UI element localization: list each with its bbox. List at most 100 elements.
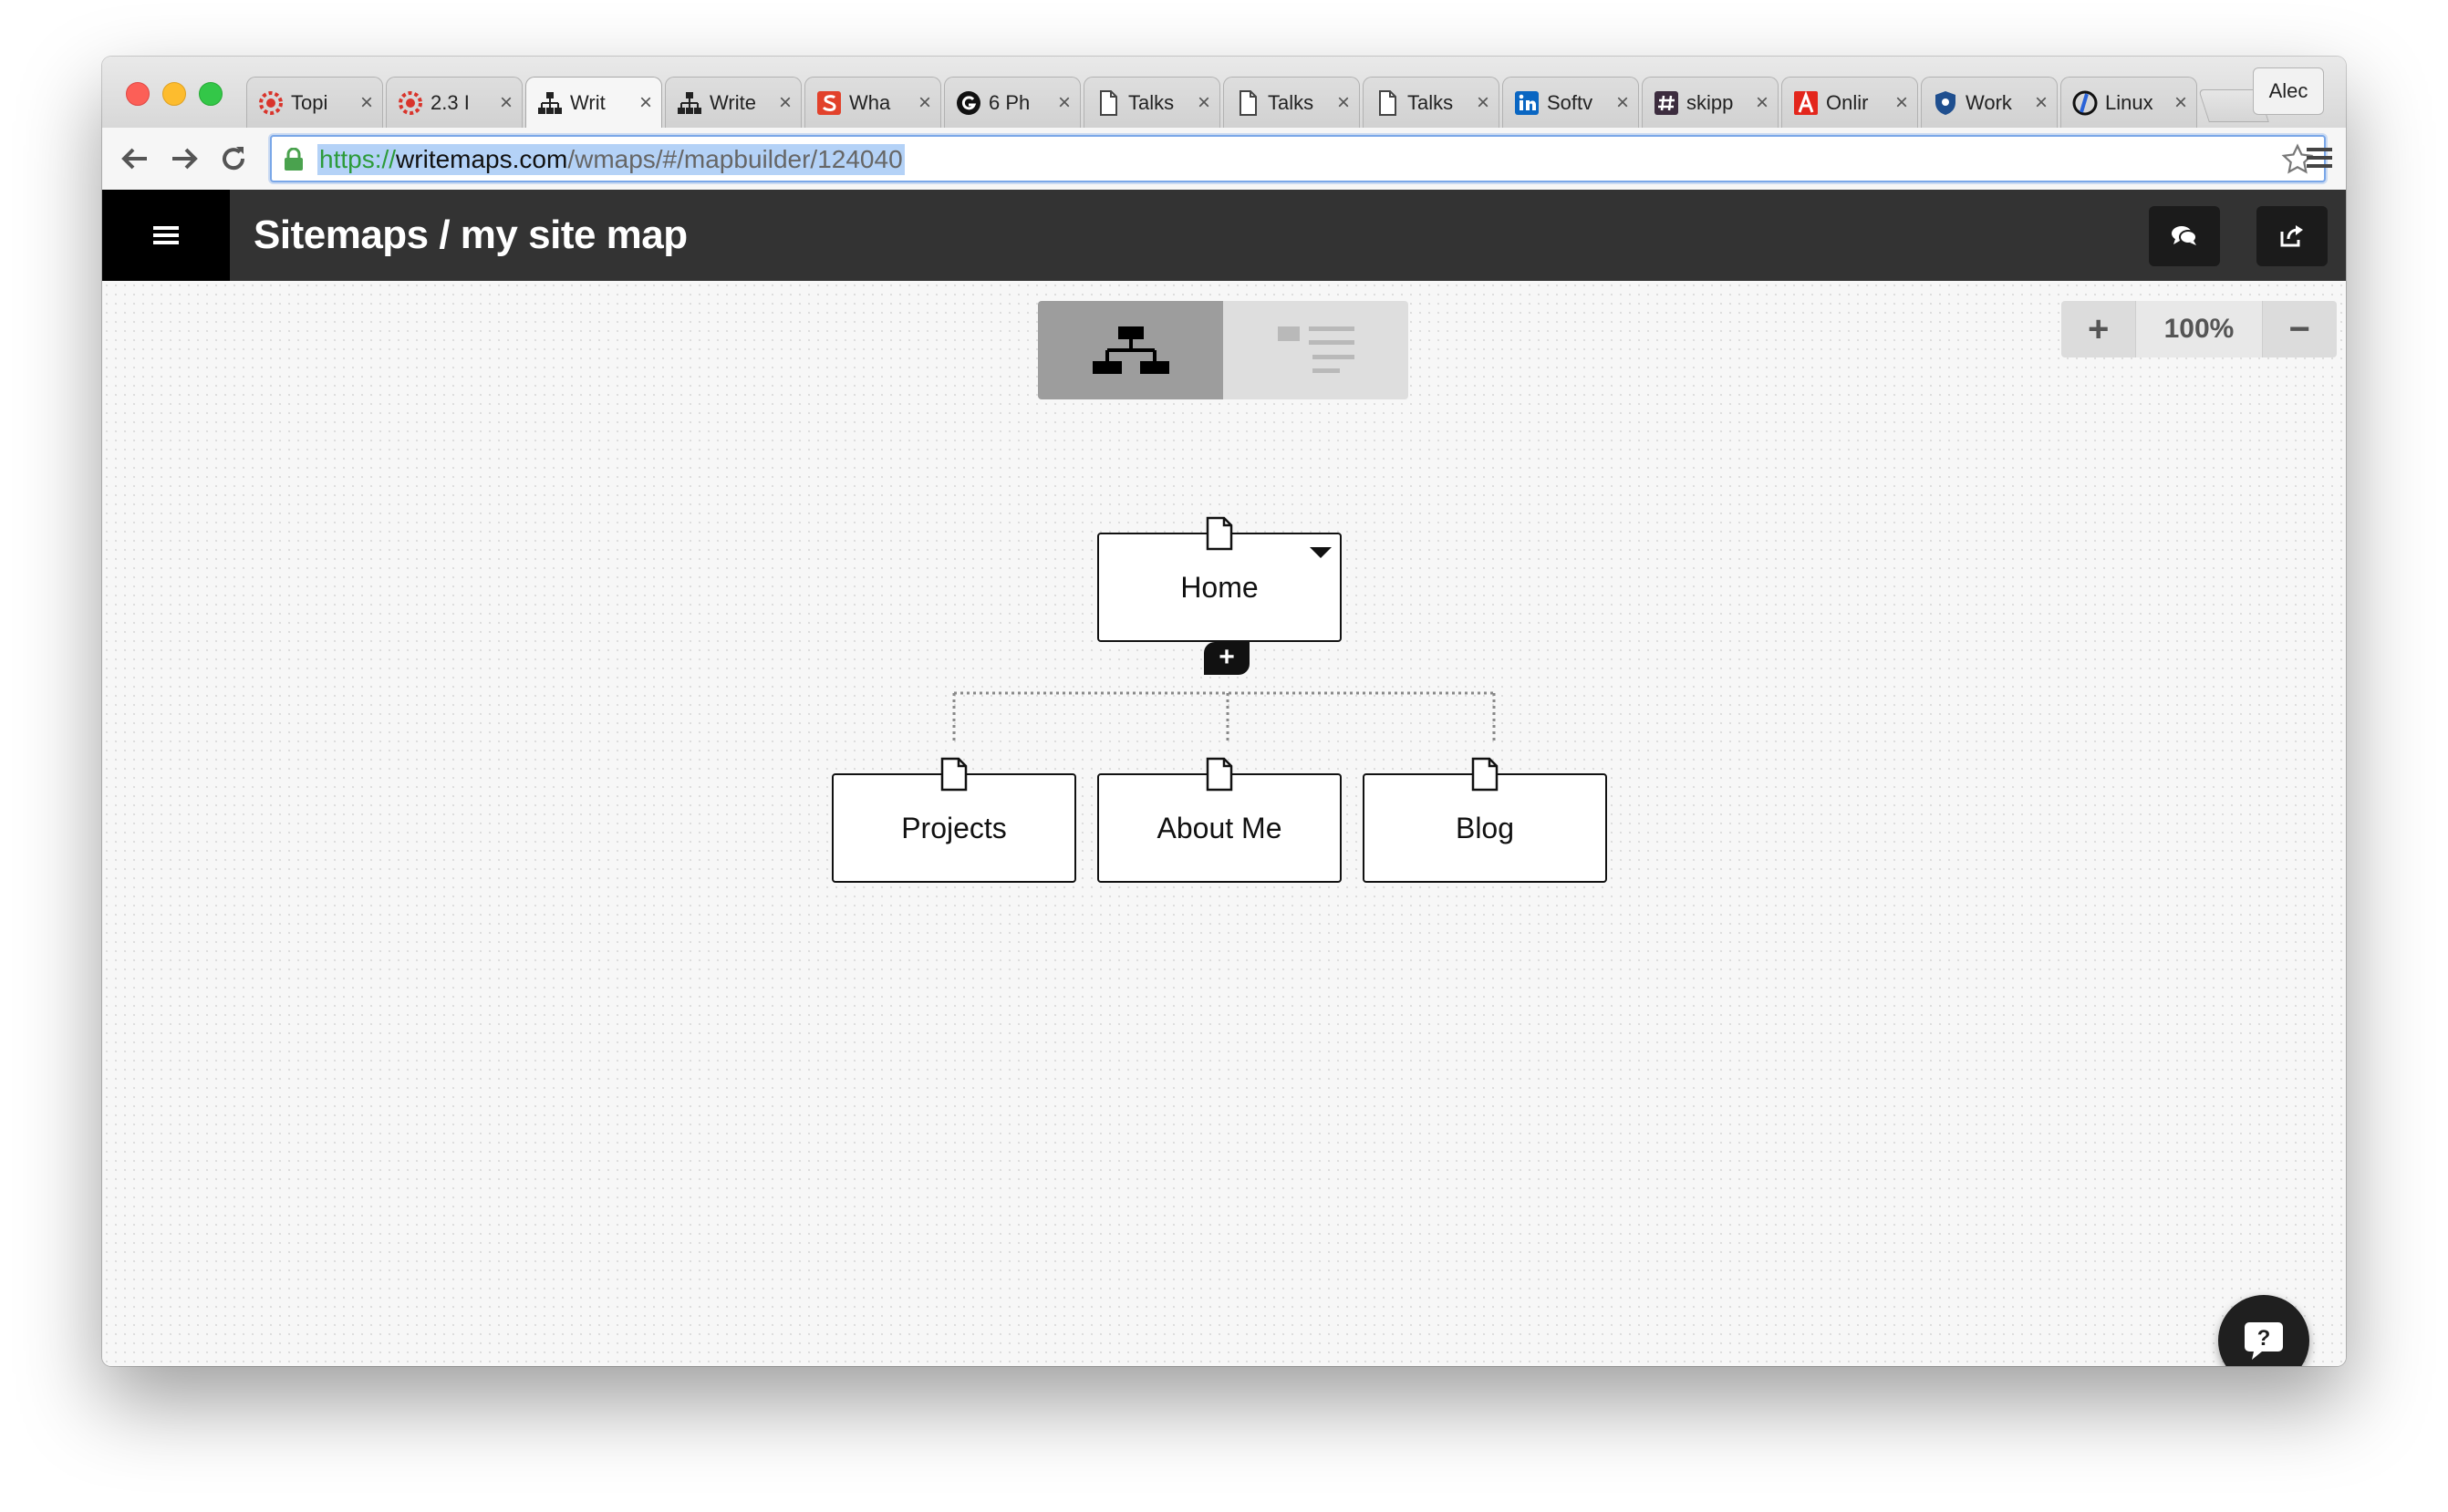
node-label: About Me (1157, 811, 1282, 844)
share-icon (2280, 225, 2303, 247)
lock-icon (285, 148, 303, 171)
c-logo-icon (2070, 88, 2100, 118)
reload-button[interactable] (215, 140, 252, 177)
node-label: Projects (901, 811, 1007, 844)
sitemap-node-home[interactable]: Home (1097, 516, 1342, 642)
close-icon[interactable]: × (2173, 89, 2187, 115)
tree-view-button[interactable] (1038, 301, 1223, 399)
close-icon[interactable]: × (1197, 89, 1210, 115)
view-toggle (1038, 301, 1408, 399)
close-icon[interactable]: × (638, 89, 652, 115)
browser-window: Topi × 2.3 I × Writ × W (102, 57, 2346, 1366)
close-icon[interactable]: × (499, 89, 513, 115)
tab-title: 2.3 I (430, 90, 470, 114)
tab-title: Work (1966, 90, 2012, 114)
minimize-window-button[interactable] (162, 82, 186, 106)
url-text[interactable]: https://writemaps.com/wmaps/#/mapbuilder… (317, 144, 905, 175)
shield-blue-icon (1931, 88, 1960, 118)
app-header: Sitemaps / my site map (102, 190, 2346, 281)
hash-icon (1652, 88, 1681, 118)
close-icon[interactable]: × (1057, 89, 1071, 115)
close-icon[interactable]: × (778, 89, 792, 115)
tab-title: Talks (1268, 90, 1314, 114)
gear-red-icon (396, 88, 425, 118)
browser-tab-7[interactable]: Talks × (1084, 77, 1220, 128)
outline-list-icon (1277, 326, 1354, 373)
page-icon (1471, 757, 1499, 792)
tab-list: Topi × 2.3 I × Writ × W (246, 77, 2269, 128)
close-icon[interactable]: × (359, 89, 373, 115)
arrow-right-icon (172, 148, 198, 170)
tab-title: Write (710, 90, 756, 114)
app-menu-button[interactable] (102, 190, 230, 281)
back-button[interactable] (117, 140, 153, 177)
page-icon (1206, 757, 1233, 792)
browser-tab-10[interactable]: Softv × (1502, 77, 1639, 128)
bookmark-star-icon[interactable] (2280, 142, 2315, 177)
s-logo-icon (814, 88, 844, 118)
browser-tab-3-active[interactable]: Writ × (525, 77, 662, 128)
sitemap-icon (675, 88, 704, 118)
list-view-button[interactable] (1223, 301, 1408, 399)
sitemap-canvas[interactable]: + 100% − Home + Projects About Me Blog (102, 281, 2346, 1366)
close-window-button[interactable] (126, 82, 150, 106)
arrow-left-icon (121, 148, 147, 170)
sitemap-tree-icon (1092, 326, 1169, 374)
address-bar[interactable]: https://writemaps.com/wmaps/#/mapbuilder… (270, 135, 2326, 182)
zoom-window-button[interactable] (199, 82, 223, 106)
browser-tab-9[interactable]: Talks × (1363, 77, 1499, 128)
caret-down-icon[interactable] (1309, 545, 1333, 560)
browser-tab-1[interactable]: Topi × (246, 77, 383, 128)
add-child-page-button[interactable]: + (1204, 642, 1250, 675)
a-logo-icon (1791, 88, 1820, 118)
page-icon (940, 757, 968, 792)
page-title: Sitemaps / my site map (254, 212, 688, 257)
close-icon[interactable]: × (2034, 89, 2048, 115)
sitemap-node-projects[interactable]: Projects (832, 757, 1076, 883)
document-icon (1233, 88, 1262, 118)
document-icon (1094, 88, 1123, 118)
tab-title: Talks (1407, 90, 1454, 114)
close-icon[interactable]: × (1755, 89, 1769, 115)
tab-title: 6 Ph (989, 90, 1031, 114)
browser-tab-5[interactable]: Wha × (804, 77, 941, 128)
node-label: Home (1180, 570, 1259, 604)
linkedin-icon (1512, 88, 1541, 118)
chat-bubbles-icon (2172, 226, 2197, 245)
browser-tab-6[interactable]: 6 Ph × (944, 77, 1081, 128)
browser-menu-icon[interactable] (2306, 144, 2333, 171)
sitemap-node-blog[interactable]: Blog (1363, 757, 1607, 883)
tab-title: Writ (570, 90, 606, 114)
close-icon[interactable]: × (1894, 89, 1908, 115)
profile-button[interactable]: Alec (2253, 67, 2324, 115)
browser-tab-8[interactable]: Talks × (1223, 77, 1360, 128)
zoom-in-button[interactable]: + (2088, 308, 2110, 349)
g-circle-icon (954, 88, 983, 118)
url-host: writemaps.com (396, 145, 568, 173)
sitemap-icon (535, 88, 565, 118)
close-icon[interactable]: × (1615, 89, 1629, 115)
help-button[interactable]: ? (2218, 1295, 2309, 1366)
forward-button[interactable] (166, 140, 202, 177)
tab-title: Talks (1128, 90, 1175, 114)
zoom-control: + 100% − (2061, 301, 2337, 357)
share-button[interactable] (2256, 206, 2328, 266)
comments-button[interactable] (2149, 206, 2220, 266)
browser-tab-2[interactable]: 2.3 I × (386, 77, 523, 128)
gear-red-icon (256, 88, 285, 118)
browser-toolbar: https://writemaps.com/wmaps/#/mapbuilder… (102, 128, 2346, 191)
hamburger-icon (153, 226, 179, 244)
zoom-level: 100% (2135, 301, 2263, 357)
browser-tab-12[interactable]: Onlir × (1781, 77, 1918, 128)
browser-tab-13[interactable]: Work × (1921, 77, 2058, 128)
zoom-out-button[interactable]: − (2288, 308, 2310, 349)
browser-tab-4[interactable]: Write × (665, 77, 802, 128)
browser-tab-14[interactable]: Linux × (2060, 77, 2197, 128)
close-icon[interactable]: × (1476, 89, 1489, 115)
tab-strip: Topi × 2.3 I × Writ × W (102, 57, 2346, 128)
close-icon[interactable]: × (918, 89, 931, 115)
close-icon[interactable]: × (1336, 89, 1350, 115)
tab-title: Topi (291, 90, 328, 114)
browser-tab-11[interactable]: skipp × (1642, 77, 1779, 128)
sitemap-node-about-me[interactable]: About Me (1097, 757, 1342, 883)
